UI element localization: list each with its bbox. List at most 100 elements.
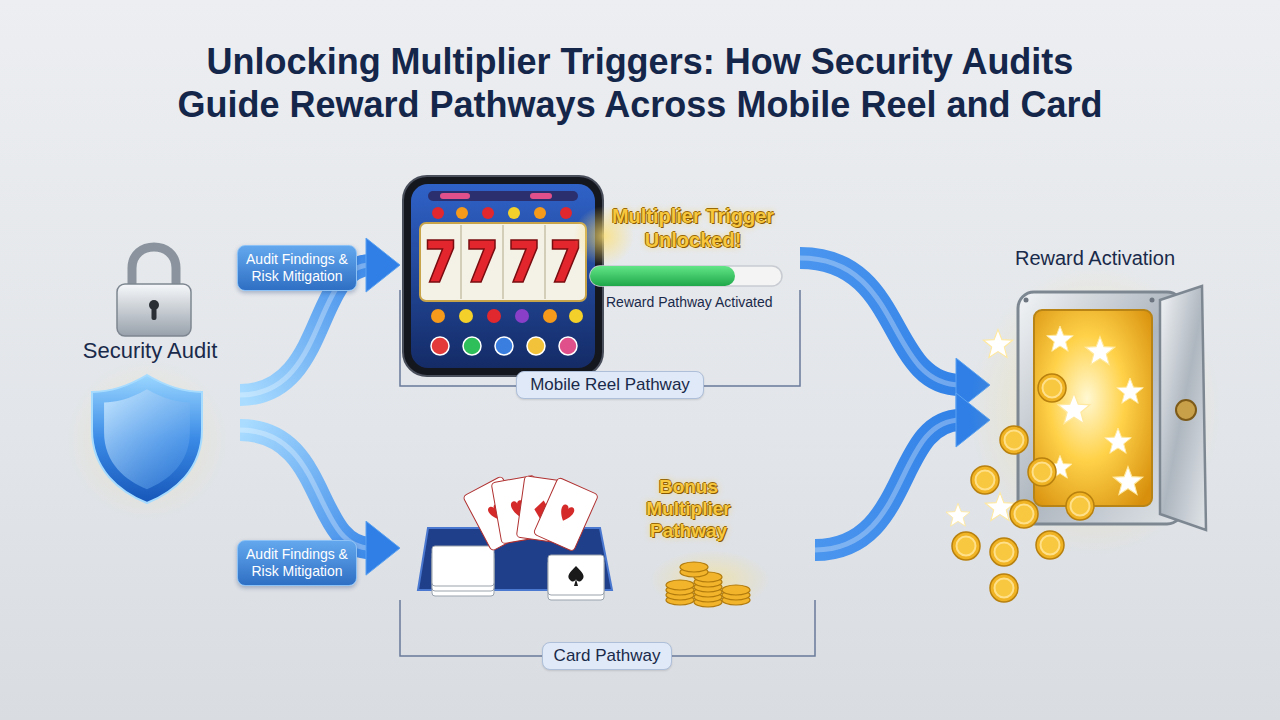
pathway-label: Card Pathway	[542, 642, 672, 670]
fruit-cherry	[432, 207, 444, 219]
fruit-lemon	[508, 207, 520, 219]
coin-face	[1000, 426, 1028, 454]
coin-face	[990, 574, 1018, 602]
seven-symbol	[511, 240, 537, 282]
star-shape	[1117, 378, 1144, 403]
card-deck	[548, 555, 604, 595]
screen-button	[527, 337, 545, 355]
card-deck	[432, 546, 494, 586]
edge-label: Audit Findings & Risk Mitigation	[237, 245, 357, 291]
vault-illustration	[946, 265, 1220, 602]
padlock-body	[117, 284, 191, 336]
reel-window	[420, 223, 586, 301]
flow-arrow	[815, 393, 990, 550]
fruit-lemon	[569, 309, 583, 323]
vault-glow	[970, 265, 1220, 555]
edge-label: Audit Findings & Risk Mitigation	[237, 540, 357, 586]
phone-bezel	[403, 176, 603, 376]
arrow-head	[366, 521, 400, 575]
star-shape	[1047, 326, 1074, 351]
arrow-highlight	[815, 420, 961, 550]
vault-door	[1160, 286, 1206, 530]
arrow-ribbon	[815, 420, 961, 550]
vault-handle	[1176, 400, 1196, 420]
padlock-keyhole-slot	[152, 306, 157, 320]
star-shape	[1105, 428, 1132, 453]
padlock-icon	[117, 247, 191, 336]
reel-divider	[544, 225, 546, 299]
node-label: Reward Activation	[990, 246, 1200, 270]
flow-arrow	[800, 258, 990, 412]
arrow-highlight	[240, 430, 371, 548]
screen-button	[559, 337, 577, 355]
screen-top-bar	[428, 191, 578, 201]
star-shape	[946, 503, 970, 526]
coin-face	[1038, 374, 1066, 402]
fruit-lemon	[459, 309, 473, 323]
coin-face	[1036, 531, 1064, 559]
star-shape	[983, 330, 1012, 358]
seven-symbol	[469, 240, 495, 282]
seven-symbol	[428, 240, 454, 282]
playing-card	[533, 477, 598, 552]
pathway-label: Mobile Reel Pathway	[516, 371, 704, 399]
fruit-cherry	[487, 309, 501, 323]
coin-glow	[650, 550, 770, 610]
coin-side	[680, 562, 708, 572]
progress-track	[590, 266, 782, 286]
coin-face	[1010, 500, 1038, 528]
phone-screen	[411, 184, 595, 368]
multiplier-banner: Multiplier Trigger Unlocked!	[598, 204, 788, 252]
status-caption: Reward Pathway Activated	[606, 293, 791, 311]
shield-icon	[67, 360, 227, 520]
vault-rivet	[1150, 298, 1155, 303]
arrow-ribbon	[800, 258, 961, 385]
card-pathway-node: Bonus Multiplier PathwayCard Pathway	[400, 440, 815, 672]
reel-pathway-node: Multiplier Trigger Unlocked! Reward Pathw…	[400, 168, 800, 403]
reward-node: Reward Activation	[990, 240, 1220, 600]
spade-suit	[568, 566, 583, 586]
screen-button	[495, 337, 513, 355]
arrow-ribbon	[240, 430, 371, 548]
diagram-title: Unlocking Multiplier Triggers: How Secur…	[160, 40, 1120, 126]
progress-fill	[590, 266, 735, 286]
padlock-shackle	[132, 247, 176, 288]
coin-face	[971, 466, 999, 494]
arrow-head	[366, 238, 400, 292]
fruit-orange	[534, 207, 546, 219]
slot-phone	[403, 176, 603, 376]
card-table	[418, 475, 612, 600]
multiplier-banner: Bonus Multiplier Pathway	[626, 476, 751, 542]
progress-bar	[590, 266, 782, 286]
vault-body	[1018, 292, 1183, 524]
coin-face	[1028, 458, 1056, 486]
fruit-grape	[515, 309, 529, 323]
star-shape	[1113, 467, 1142, 495]
node-label: Security Audit	[60, 338, 240, 364]
arrow-highlight	[800, 258, 961, 385]
fruit-orange	[543, 309, 557, 323]
coin-stacks	[650, 550, 770, 610]
fruit-cherry	[482, 207, 494, 219]
screen-top-pill	[530, 193, 552, 199]
seven-symbol	[553, 240, 579, 282]
shield-inner	[104, 389, 190, 489]
coin-face	[952, 532, 980, 560]
screen-button	[463, 337, 481, 355]
coin-face	[1066, 492, 1094, 520]
star-shape	[1085, 337, 1114, 365]
fruit-orange	[431, 309, 445, 323]
fruit-orange	[456, 207, 468, 219]
screen-button	[431, 337, 449, 355]
audit-node: Security Audit	[60, 240, 240, 510]
card-face	[533, 477, 598, 552]
fruit-cherry	[560, 207, 572, 219]
reel-divider	[460, 225, 462, 299]
shield-outer	[92, 375, 202, 503]
coin-face	[990, 538, 1018, 566]
reel-divider	[502, 225, 504, 299]
coin-side	[722, 585, 750, 595]
screen-top-pill	[440, 193, 470, 199]
vault-rivet	[1024, 298, 1029, 303]
